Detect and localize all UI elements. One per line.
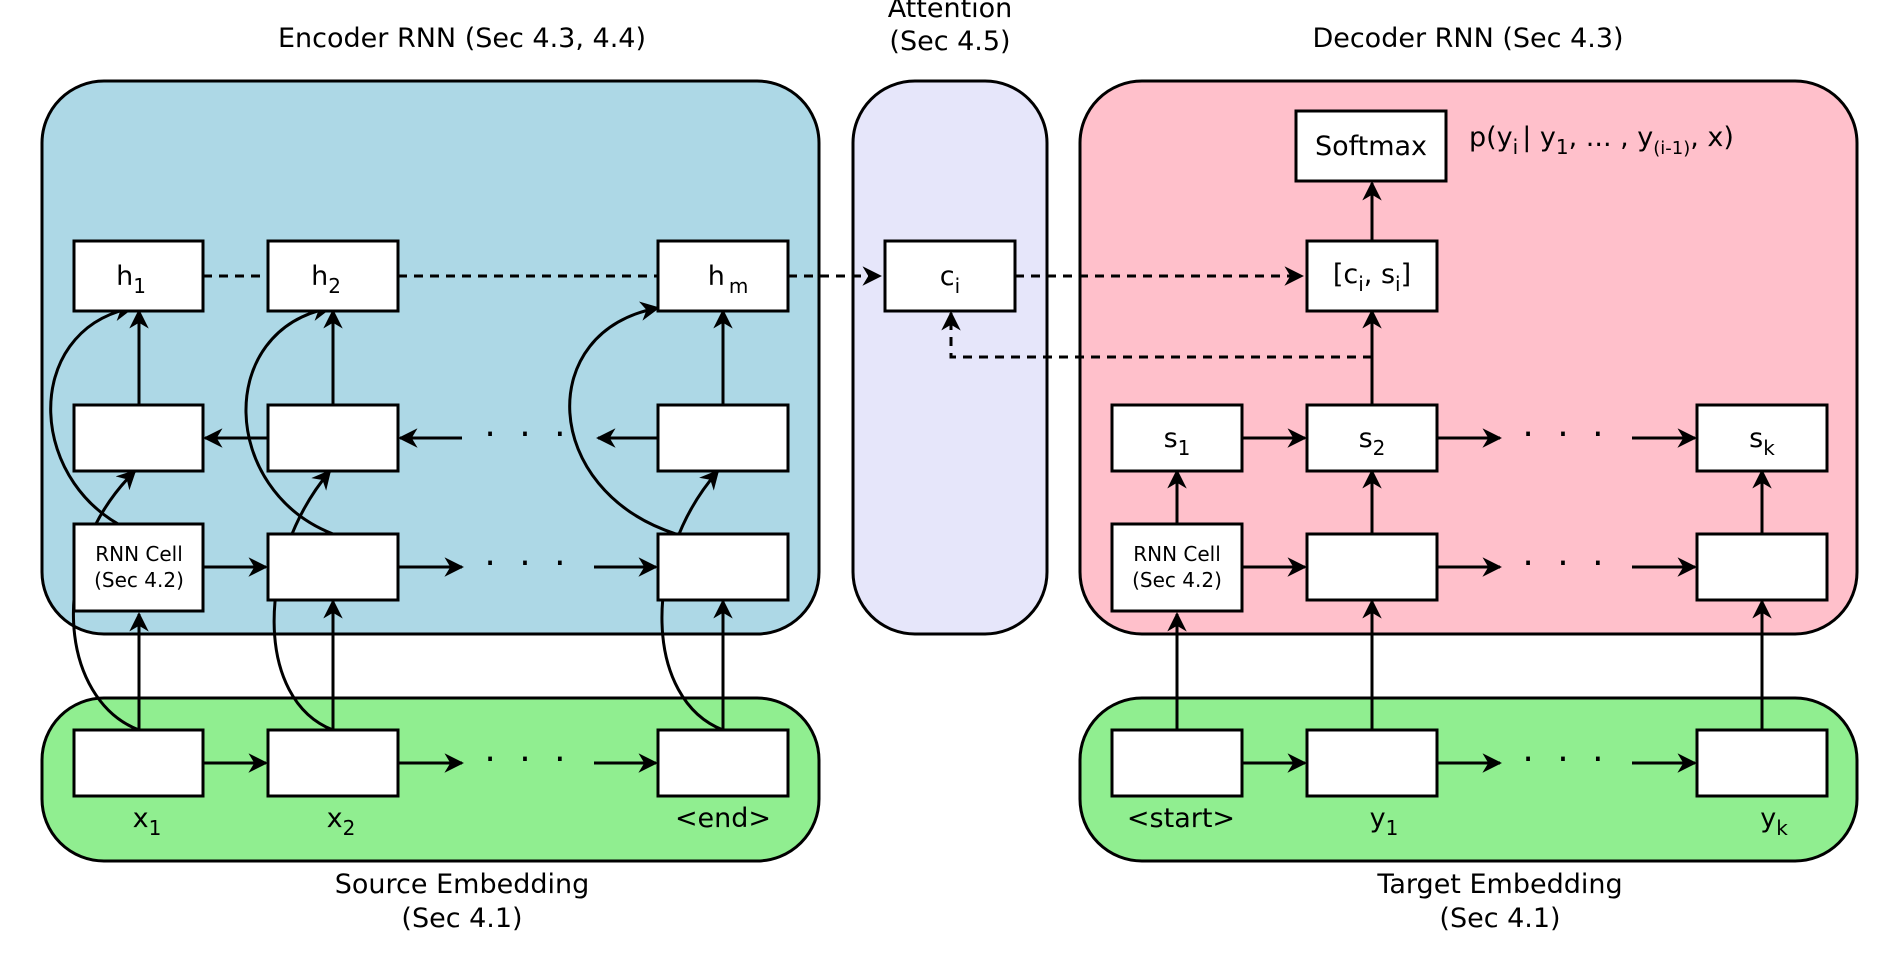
encoder-backward-cell-1 <box>72 403 205 473</box>
source-end-label: <end> <box>675 803 771 834</box>
decoder-sk-box <box>1695 403 1829 473</box>
decoder-output-probability: p(yi| y1, ... , y(i-1), x) <box>1469 122 1734 159</box>
attention-title-line2: (Sec 4.5) <box>889 26 1010 57</box>
target-embed-y1-box <box>1305 728 1439 798</box>
encoder-backward-cell-m <box>656 403 790 473</box>
attention-context-box <box>883 239 1017 313</box>
encoder-forward-cell-2 <box>266 532 400 602</box>
target-embedding-title-line1: Target Embedding <box>1376 869 1622 900</box>
decoder-cell-k <box>1695 532 1829 602</box>
decoder-rnn-cell-box <box>1110 522 1244 613</box>
decoder-s1-box <box>1110 403 1244 473</box>
decoder-title: Decoder RNN (Sec 4.3) <box>1312 23 1623 54</box>
curve-fwdm-hm <box>568 301 677 536</box>
source-embedding-title-line1: Source Embedding <box>335 869 589 900</box>
decoder-cell-ellipsis: · · · <box>1522 543 1609 584</box>
encoder-backward-cell-2 <box>266 403 400 473</box>
decoder-sk-label: sk <box>1749 423 1775 460</box>
decoder-s2-box <box>1305 403 1439 473</box>
source-x2-label: x2 <box>327 803 356 840</box>
encoder-h1-label: h1 <box>116 261 146 298</box>
encoder-backward-ellipsis: · · · <box>484 414 571 455</box>
decoder-concat-label: [ci, si] <box>1333 259 1411 296</box>
encoder-rnn-cell-box <box>72 522 205 613</box>
encoder-h2-label: h2 <box>311 261 341 298</box>
decoder-s1-label: s1 <box>1164 423 1191 460</box>
source-embed-x1-box <box>72 728 205 798</box>
decoder-state-ellipsis: · · · <box>1522 414 1609 455</box>
decoder-softmax-box <box>1294 109 1448 183</box>
source-embed-ellipsis: · · · <box>484 739 571 780</box>
source-embed-x2-box <box>266 728 400 798</box>
encoder-title: Encoder RNN (Sec 4.3, 4.4) <box>278 23 646 54</box>
target-start-label: <start> <box>1127 803 1235 834</box>
curve-xm-backm <box>660 469 724 732</box>
encoder-forward-cell-m <box>656 532 790 602</box>
encoder-region <box>40 79 821 636</box>
attention-title-line1: Attention <box>888 0 1013 24</box>
curve-x2-back2 <box>272 469 334 732</box>
target-embedding-region <box>1078 696 1859 863</box>
curve-x1-back1 <box>71 469 140 732</box>
decoder-concat-box <box>1305 239 1439 313</box>
target-embedding-title-line2: (Sec 4.1) <box>1439 903 1560 934</box>
decoder-s2-label: s2 <box>1359 423 1386 460</box>
target-y1-label: y1 <box>1370 803 1399 840</box>
edge-s2-ci-dashed <box>941 311 1372 359</box>
encoder-h1-box <box>72 239 205 313</box>
target-yk-label: yk <box>1760 803 1788 840</box>
target-embed-ellipsis: · · · <box>1522 739 1609 780</box>
decoder-rnn-cell-line2: (Sec 4.2) <box>1132 568 1222 592</box>
source-x1-label: x1 <box>133 803 162 840</box>
encoder-rnn-cell-line1: RNN Cell <box>95 542 183 566</box>
encoder-hm-box <box>656 239 790 313</box>
encoder-forward-ellipsis: · · · <box>484 543 571 584</box>
target-embed-yk-box <box>1695 728 1829 798</box>
decoder-cell-2 <box>1305 532 1439 602</box>
encoder-h2-box <box>266 239 400 313</box>
source-embedding-region <box>40 696 821 863</box>
source-embedding-title-line2: (Sec 4.1) <box>401 903 522 934</box>
source-embed-end-box <box>656 728 790 798</box>
curve-fwd2-h2 <box>244 301 334 536</box>
target-embed-start-box <box>1110 728 1244 798</box>
encoder-rnn-cell-line2: (Sec 4.2) <box>94 568 184 592</box>
decoder-softmax-label: Softmax <box>1315 131 1427 162</box>
decoder-rnn-cell-line1: RNN Cell <box>1133 542 1221 566</box>
attention-context-label: ci <box>940 261 960 298</box>
curve-fwd1-h1 <box>49 301 140 536</box>
